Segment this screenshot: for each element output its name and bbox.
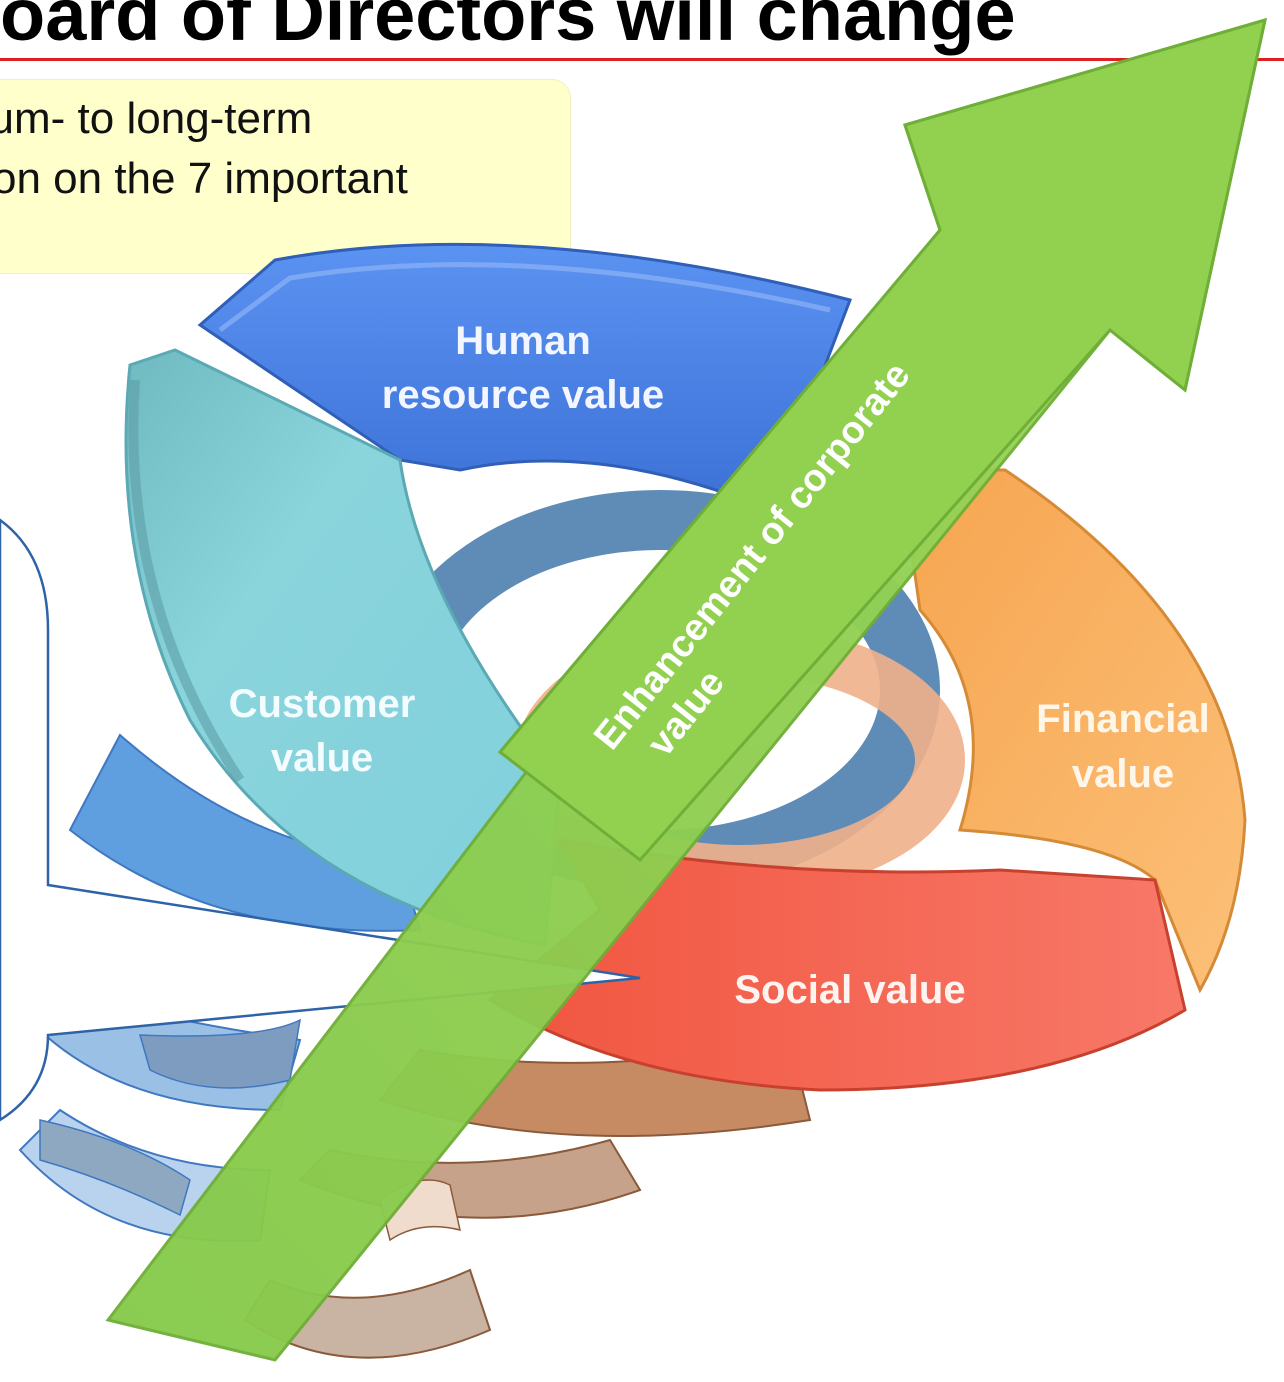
segment-label-human-line1: Human	[455, 319, 591, 363]
note-line-1: lium- to long-term	[0, 94, 313, 143]
note-box: lium- to long-term tion on the 7 importa…	[0, 80, 570, 273]
title-underline	[0, 58, 1284, 61]
segment-label-social: Social value	[734, 968, 965, 1012]
segment-label-financial-line2: value	[1072, 752, 1174, 796]
segment-human-resource: Human resource value	[197, 242, 852, 512]
note-line-2: tion on the 7 important	[0, 154, 408, 203]
segment-financial: Financial value	[898, 468, 1247, 994]
segment-social: Social value	[487, 837, 1187, 1092]
segment-label-customer-line2: value	[271, 736, 373, 780]
segment-customer: Customer value	[124, 348, 562, 947]
segment-label-customer-line1: Customer	[229, 682, 416, 726]
page-title: oard of Directors will change	[0, 0, 1016, 56]
segment-label-financial-line1: Financial	[1036, 697, 1209, 741]
segment-label-human-line2: resource value	[382, 373, 664, 417]
